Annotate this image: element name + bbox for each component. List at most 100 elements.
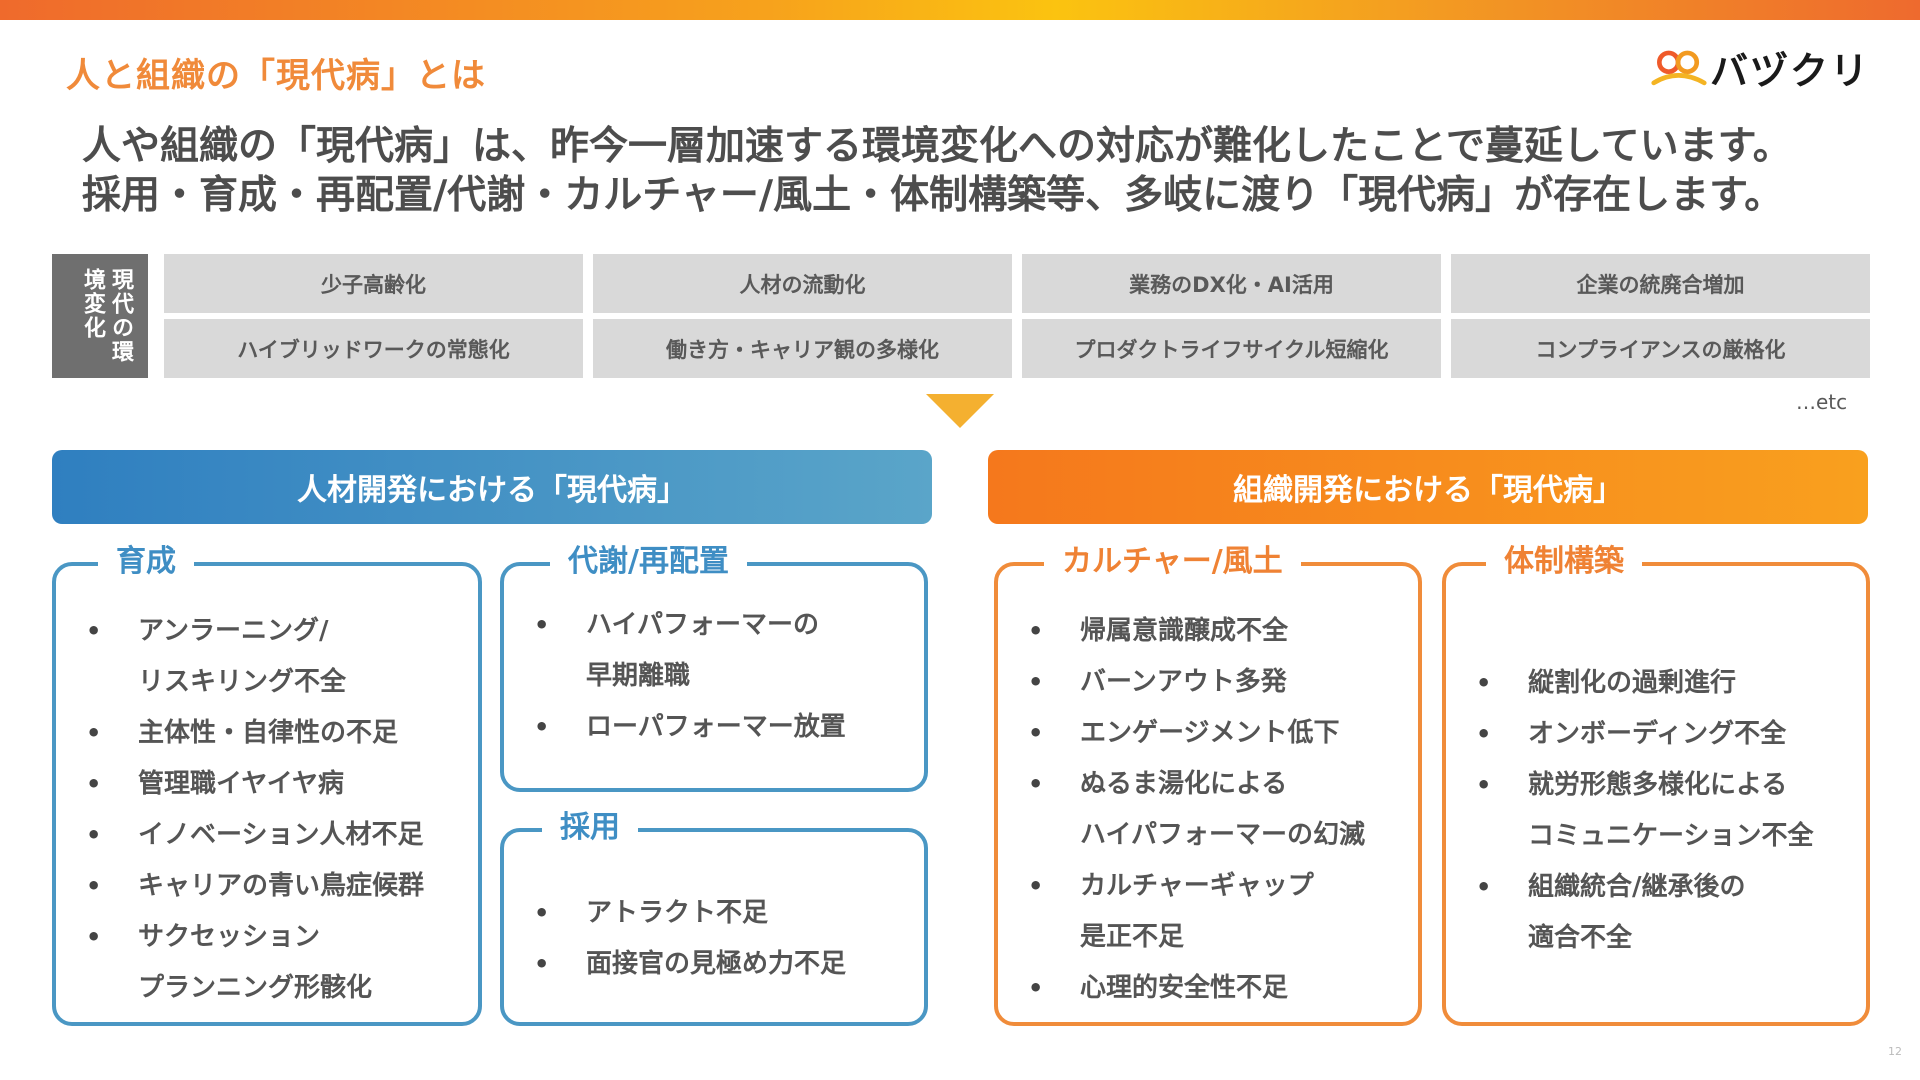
list-item: • 管理職イヤイヤ病 <box>86 759 424 810</box>
bullet-icon: • <box>1028 617 1044 645</box>
list-item-text: ぬるま湯化による <box>1080 769 1288 799</box>
environment-item: 業務のDX化・AI活用 <box>1022 254 1441 313</box>
list-item-text: アトラクト不足 <box>586 898 769 928</box>
logo: バヅクリ <box>1650 46 1870 93</box>
culture-title: カルチャー/風土 <box>1044 542 1301 582</box>
training-box: 育成 •アンラーニング/リスキリング不全•主体性・自律性の不足•管理職イヤイヤ病… <box>52 542 482 1026</box>
bullet-icon: • <box>1028 770 1044 798</box>
bullet-icon: • <box>86 923 102 951</box>
list-item-text: 管理職イヤイヤ病 <box>138 769 344 799</box>
list-item: • 組織統合/継承後の適合不全 <box>1476 862 1813 964</box>
bullet-icon: • <box>1476 873 1492 901</box>
environment-label: 現代の環境変化 <box>52 254 148 378</box>
list-item-text: 是正不足 <box>1080 922 1185 952</box>
structure-list: • 縦割化の過剰進行 • オンボーディング不全 • 就労形態多様化によるコミュニケーション… <box>1476 658 1813 964</box>
lead-line-1: 人や組織の「現代病」は、昨今一層加速する環境変化への対応が難化したことで蔓延して… <box>82 124 1792 169</box>
list-item: • アトラクト不足 <box>534 888 846 939</box>
list-item-text: エンゲージメント低下 <box>1080 718 1340 748</box>
bullet-icon: • <box>1476 771 1492 799</box>
logo-text: バヅクリ <box>1709 48 1870 93</box>
turnover-title: 代謝/再配置 <box>550 542 747 582</box>
list-item-text: ローパフォーマー放置 <box>586 712 846 742</box>
list-item-text: 主体性・自律性の不足 <box>138 718 399 748</box>
list-item-text: 帰属意識醸成不全 <box>1080 616 1289 646</box>
list-item: • ぬるま湯化によるハイパフォーマーの幻滅 <box>1028 759 1365 861</box>
turnover-list: •ハイパフォーマーの早期離職•ローパフォーマー放置 <box>534 600 846 753</box>
list-item-text: サクセッション <box>138 922 321 952</box>
hiring-list: • アトラクト不足 • 面接官の見極め力不足 <box>534 888 846 990</box>
bullet-icon: • <box>1028 974 1044 1002</box>
structure-title: 体制構築 <box>1486 542 1642 582</box>
lead-text: 人や組織の「現代病」は、昨今一層加速する環境変化への対応が難化したことで蔓延して… <box>82 122 1792 220</box>
list-item: • オンボーディング不全 <box>1476 709 1813 760</box>
structure-box: 体制構築 • 縦割化の過剰進行 • オンボーディング不全 • 就労形態多様化によるコミュニ… <box>1442 542 1870 1026</box>
bullet-icon: • <box>86 872 102 900</box>
bullet-icon: • <box>1028 872 1044 900</box>
bullet-icon: • <box>86 770 102 798</box>
org-development-banner: 組織開発における「現代病」 <box>988 450 1868 524</box>
list-item-text: 心理的安全性不足 <box>1080 973 1289 1003</box>
list-item: • カルチャーギャップ是正不足 <box>1028 861 1365 963</box>
list-item: •ハイパフォーマーの早期離職 <box>534 600 846 702</box>
hiring-title: 採用 <box>542 808 638 848</box>
environment-item: 少子高齢化 <box>164 254 583 313</box>
list-item: • 心理的安全性不足 <box>1028 963 1365 1014</box>
hr-development-banner: 人材開発における「現代病」 <box>52 450 932 524</box>
page-number: 12 <box>1888 1045 1902 1058</box>
list-item-text: カルチャーギャップ <box>1080 871 1314 901</box>
bullet-icon: • <box>1028 668 1044 696</box>
bullet-icon: • <box>86 719 102 747</box>
list-item-text: プランニング形骸化 <box>138 973 373 1003</box>
list-item: •アンラーニング/リスキリング不全 <box>86 606 424 708</box>
list-item-text: 早期離職 <box>586 661 691 691</box>
list-item-text: 組織統合/継承後の <box>1528 872 1746 902</box>
list-item: • 就労形態多様化によるコミュニケーション不全 <box>1476 760 1813 862</box>
list-item-text: 適合不全 <box>1528 923 1633 953</box>
turnover-box: 代謝/再配置 •ハイパフォーマーの早期離職•ローパフォーマー放置 <box>500 542 928 792</box>
environment-grid: 少子高齢化 人材の流動化 業務のDX化・AI活用 企業の統廃合増加 ハイブリッド… <box>164 254 1870 378</box>
two-circles-logo-icon <box>1651 50 1707 86</box>
bullet-icon: • <box>534 611 550 639</box>
list-item-text: 就労形態多様化による <box>1528 770 1788 800</box>
culture-list: • 帰属意識醸成不全 • バーンアウト多発 • エンゲージメント低下 • ぬるま湯化によるハイ… <box>1028 606 1365 1014</box>
list-item: • 面接官の見極め力不足 <box>534 939 846 990</box>
list-item-text: アンラーニング/ <box>138 616 329 646</box>
list-item-text: 縦割化の過剰進行 <box>1528 668 1737 698</box>
list-item-text: キャリアの青い鳥症候群 <box>138 871 425 901</box>
list-item: •イノベーション人材不足 <box>86 810 424 861</box>
down-arrow-icon <box>926 394 994 428</box>
environment-item: 企業の統廃合増加 <box>1451 254 1870 313</box>
culture-box: カルチャー/風土 • 帰属意識醸成不全 • バーンアウト多発 • エンゲージメント低下 • ぬ… <box>994 542 1422 1026</box>
bullet-icon: • <box>86 617 102 645</box>
list-item: • エンゲージメント低下 <box>1028 708 1365 759</box>
list-item-text: コミュニケーション不全 <box>1528 821 1814 851</box>
list-item: • 主体性・自律性の不足 <box>86 708 424 759</box>
bullet-icon: • <box>1028 719 1044 747</box>
bullet-icon: • <box>1476 669 1492 697</box>
list-item: • サクセッションプランニング形骸化 <box>86 912 424 1014</box>
bullet-icon: • <box>534 899 550 927</box>
environment-item: ハイブリッドワークの常態化 <box>164 319 583 378</box>
bullet-icon: • <box>534 950 550 978</box>
environment-item: 人材の流動化 <box>593 254 1012 313</box>
slide-title: 人と組織の「現代病」とは <box>66 56 486 96</box>
list-item-text: オンボーディング不全 <box>1528 719 1787 749</box>
hiring-box: 採用 • アトラクト不足 • 面接官の見極め力不足 <box>500 808 928 1026</box>
bullet-icon: • <box>86 821 102 849</box>
top-gradient-bar <box>0 0 1920 20</box>
list-item-text: ハイパフォーマーの幻滅 <box>1080 820 1365 850</box>
environment-item: 働き方・キャリア観の多様化 <box>593 319 1012 378</box>
list-item: • キャリアの青い鳥症候群 <box>86 861 424 912</box>
list-item-text: バーンアウト多発 <box>1080 667 1287 697</box>
list-item: • バーンアウト多発 <box>1028 657 1365 708</box>
etc-note: …etc <box>1796 390 1848 414</box>
environment-item: プロダクトライフサイクル短縮化 <box>1022 319 1441 378</box>
environment-item: コンプライアンスの厳格化 <box>1451 319 1870 378</box>
bullet-icon: • <box>534 713 550 741</box>
bullet-icon: • <box>1476 720 1492 748</box>
list-item: • 帰属意識醸成不全 <box>1028 606 1365 657</box>
list-item-text: 面接官の見極め力不足 <box>586 949 847 979</box>
list-item: • ローパフォーマー放置 <box>534 702 846 753</box>
lead-line-2: 採用・育成・再配置/代謝・カルチャー/風土・体制構築等、多岐に渡り「現代病」が存… <box>82 173 1784 218</box>
training-title: 育成 <box>98 542 194 582</box>
